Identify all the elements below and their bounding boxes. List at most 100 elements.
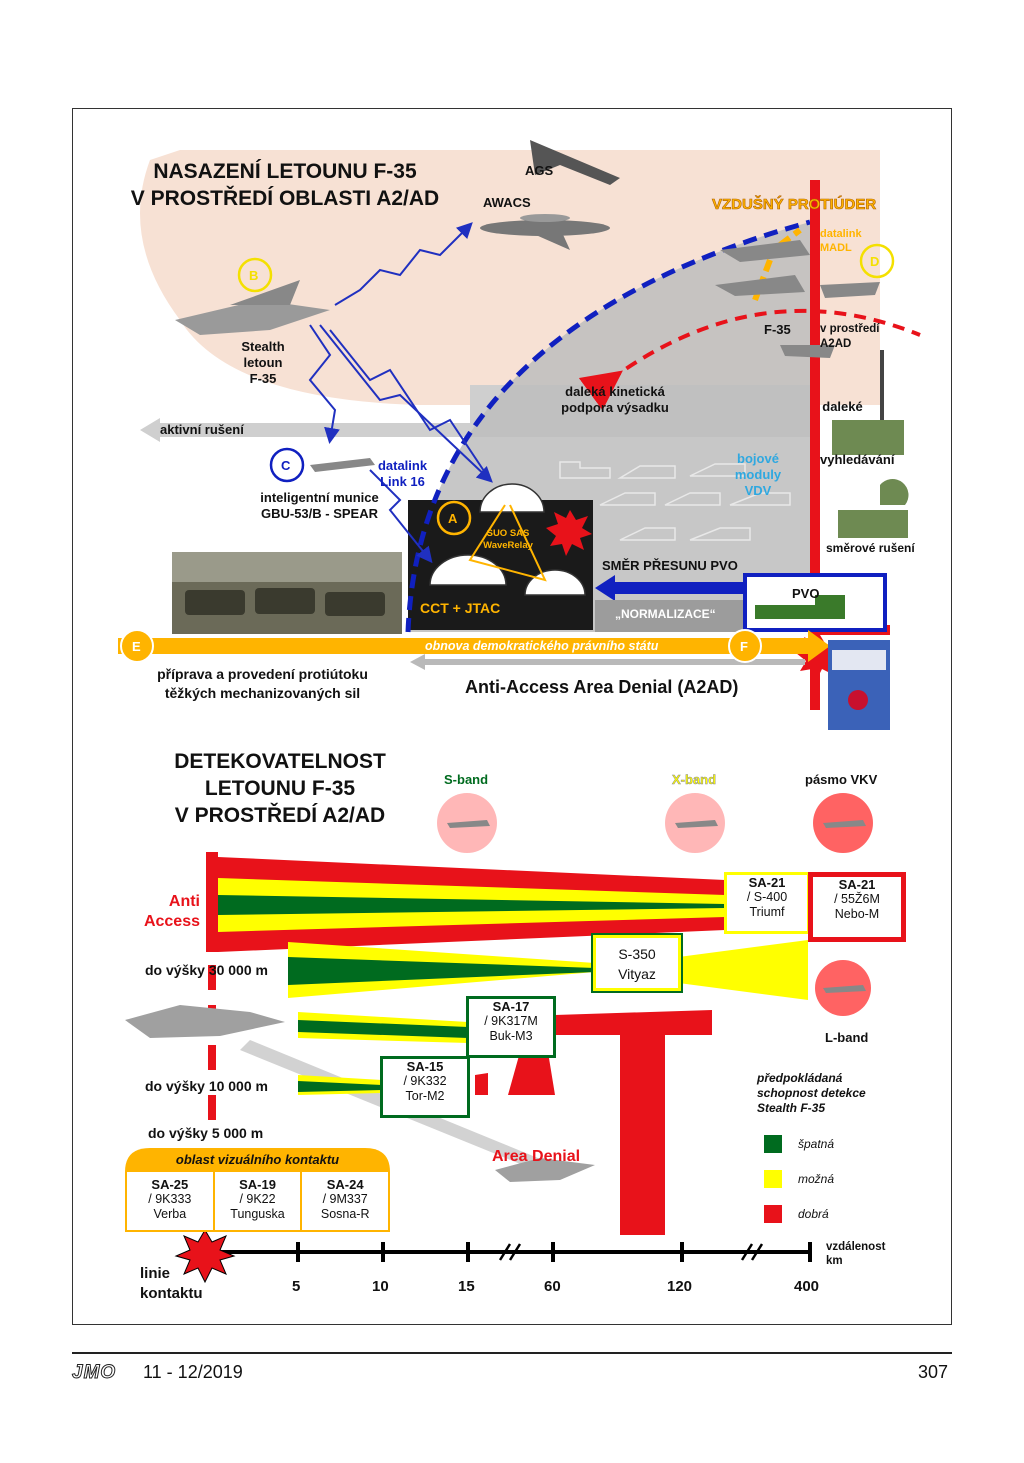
journal-logo: JMO: [71, 1362, 117, 1384]
marker-f: F: [740, 639, 748, 654]
kinetic-line1: daleká kinetická: [565, 384, 665, 399]
sa17-l3: Buk-M3: [489, 1029, 533, 1043]
stealth-aircraft: [175, 280, 330, 335]
combat-line2: moduly: [734, 467, 782, 482]
x-band-label: X-band: [672, 772, 717, 788]
red-strike-arc: [578, 308, 921, 411]
sa17-box: SA-17 / 9K317M Buk-M3: [466, 996, 556, 1058]
sa17-l2: / 9K317M: [484, 1014, 538, 1028]
stealth-line2: letoun: [243, 355, 283, 370]
ags-aircraft: [530, 140, 620, 185]
page-number: 307: [918, 1362, 949, 1382]
sa19-l2: / 9K22: [239, 1192, 276, 1206]
distance-line2: km: [826, 1255, 843, 1267]
explosion: [546, 510, 592, 556]
link16-line1: datalink: [377, 458, 428, 473]
sa24-l2: / 9M337: [322, 1192, 368, 1206]
anti-line: Anti: [168, 893, 200, 910]
far-label-2: vyhledávání: [820, 452, 895, 467]
sa15-l2: / 9K332: [403, 1074, 447, 1088]
legend-title-line2: schopnost detekce: [757, 1086, 866, 1100]
contact-line2: kontaktu: [140, 1285, 203, 1302]
suo-line1: SUO SAS: [486, 528, 530, 539]
s350-green-wedge: [288, 957, 595, 985]
restore-band: [118, 638, 808, 654]
sa25-l1: SA-25: [151, 1177, 189, 1192]
visual-contact-header: [125, 1148, 390, 1172]
strike-aircraft: [715, 240, 880, 358]
directional-jamming-label: směrové rušení: [826, 541, 915, 555]
legend-poor: špatná: [798, 1137, 835, 1151]
bottom-title-line1: DETEKOVATELNOST: [174, 750, 386, 773]
ags-label: AGS: [525, 163, 554, 178]
kinetic-label: daleká kinetická podpora výsadku: [540, 384, 690, 416]
tick-60: 60: [544, 1278, 561, 1295]
top-diagram-graphics: [118, 140, 921, 730]
anti-access-label: Anti Access: [130, 892, 200, 932]
marker-e-circle: [120, 629, 154, 663]
vkv-label: pásmo VKV: [805, 772, 878, 787]
sa19-cell: SA-19 / 9K22 Tunguska: [214, 1172, 303, 1230]
kinetic-line2: podpora výsadku: [561, 400, 669, 415]
issue-label: 11 - 12/2019: [143, 1362, 243, 1382]
jamming-truck: [838, 479, 909, 538]
pvo-move-label: SMĚR PŘESUNU PVO: [602, 558, 738, 573]
sa21a-l3: Triumf: [749, 905, 785, 919]
visual-contact-box: SA-25 / 9K333 Verba SA-19 / 9K22 Tungusk…: [125, 1172, 390, 1232]
alt-30000-label: do výšky 30 000 m: [145, 962, 268, 978]
marker-f-circle: [728, 629, 762, 663]
anti-access-pole: [206, 852, 218, 952]
legend-possible: možná: [798, 1172, 835, 1186]
sa24-l3: Sosna-R: [320, 1207, 370, 1221]
marker-a: A: [448, 511, 458, 526]
prep-line1: příprava a provedení protiútoku: [157, 666, 368, 682]
sa21-nebo-box: SA-21 / 55Ž6M Nebo-M: [808, 872, 906, 942]
sa24-l1: SA-24: [326, 1177, 364, 1192]
f35-label: F-35: [764, 322, 791, 337]
sa21a-l2: / S-400: [746, 890, 788, 904]
legend-title: předpokládaná schopnost detekce Stealth …: [757, 1071, 866, 1116]
normalization-label: „NORMALIZACE“: [615, 607, 716, 621]
marker-d-circle: [859, 243, 895, 279]
radar-truck: [832, 350, 904, 455]
contact-line-label: linie kontaktu: [140, 1264, 203, 1304]
pvo-label: PVO: [792, 586, 820, 601]
combat-line1: bojové: [737, 451, 779, 466]
legend-title-line3: Stealth F-35: [757, 1101, 826, 1115]
far-label: daleké: [822, 399, 863, 414]
a2ad-label: Anti-Access Area Denial (A2AD): [465, 677, 739, 697]
counterstrike-label: VZDUŠNÝ PROTIÚDER: [712, 196, 877, 214]
f35-high: [125, 1005, 285, 1038]
distance-line1: vzdálenost: [826, 1241, 886, 1253]
sa21b-l1: SA-21: [838, 877, 876, 892]
marker-d: D: [870, 254, 880, 269]
pvo-move-arrow: [595, 575, 745, 601]
marker-b-circle: [237, 257, 273, 293]
s-band-label: S-band: [444, 772, 489, 787]
prep-line2: těžkých mechanizovaných sil: [164, 685, 361, 701]
f35-env-label: v prostředí A2AD: [820, 323, 880, 350]
long-range-red: [555, 1010, 712, 1235]
legend-good-swatch: [764, 1205, 782, 1223]
sa15-box: SA-15 / 9K332 Tor-M2: [380, 1056, 470, 1118]
l-band-label: L-band: [825, 1030, 869, 1045]
legend-good: dobrá: [798, 1207, 829, 1221]
sa21b-l2: / 55Ž6M: [834, 892, 880, 906]
domes: [429, 483, 586, 596]
alt-5000-label: do výšky 5 000 m: [148, 1125, 264, 1141]
marker-a-circle: [436, 500, 472, 536]
sa25-l3: Verba: [153, 1207, 187, 1221]
marker-c: C: [281, 458, 291, 473]
alt-10000-label: do výšky 10 000 m: [145, 1078, 268, 1094]
s350-l1: S-350: [618, 946, 656, 962]
footer-rule: [72, 1352, 952, 1354]
sa15-l3: Tor-M2: [405, 1089, 445, 1103]
tick-120: 120: [667, 1278, 693, 1295]
combat-vehicles: [559, 461, 791, 541]
link16-label: datalink Link 16: [365, 458, 440, 490]
sa21-green-wedge: [218, 895, 725, 915]
sa24-cell: SA-24 / 9M337 Sosna-R: [302, 1172, 389, 1230]
sa21a-l1: SA-21: [748, 875, 786, 890]
prep-label: příprava a provedení protiútoku těžkých …: [130, 665, 395, 703]
restore-label: obnova demokratického právního státu: [425, 639, 659, 653]
